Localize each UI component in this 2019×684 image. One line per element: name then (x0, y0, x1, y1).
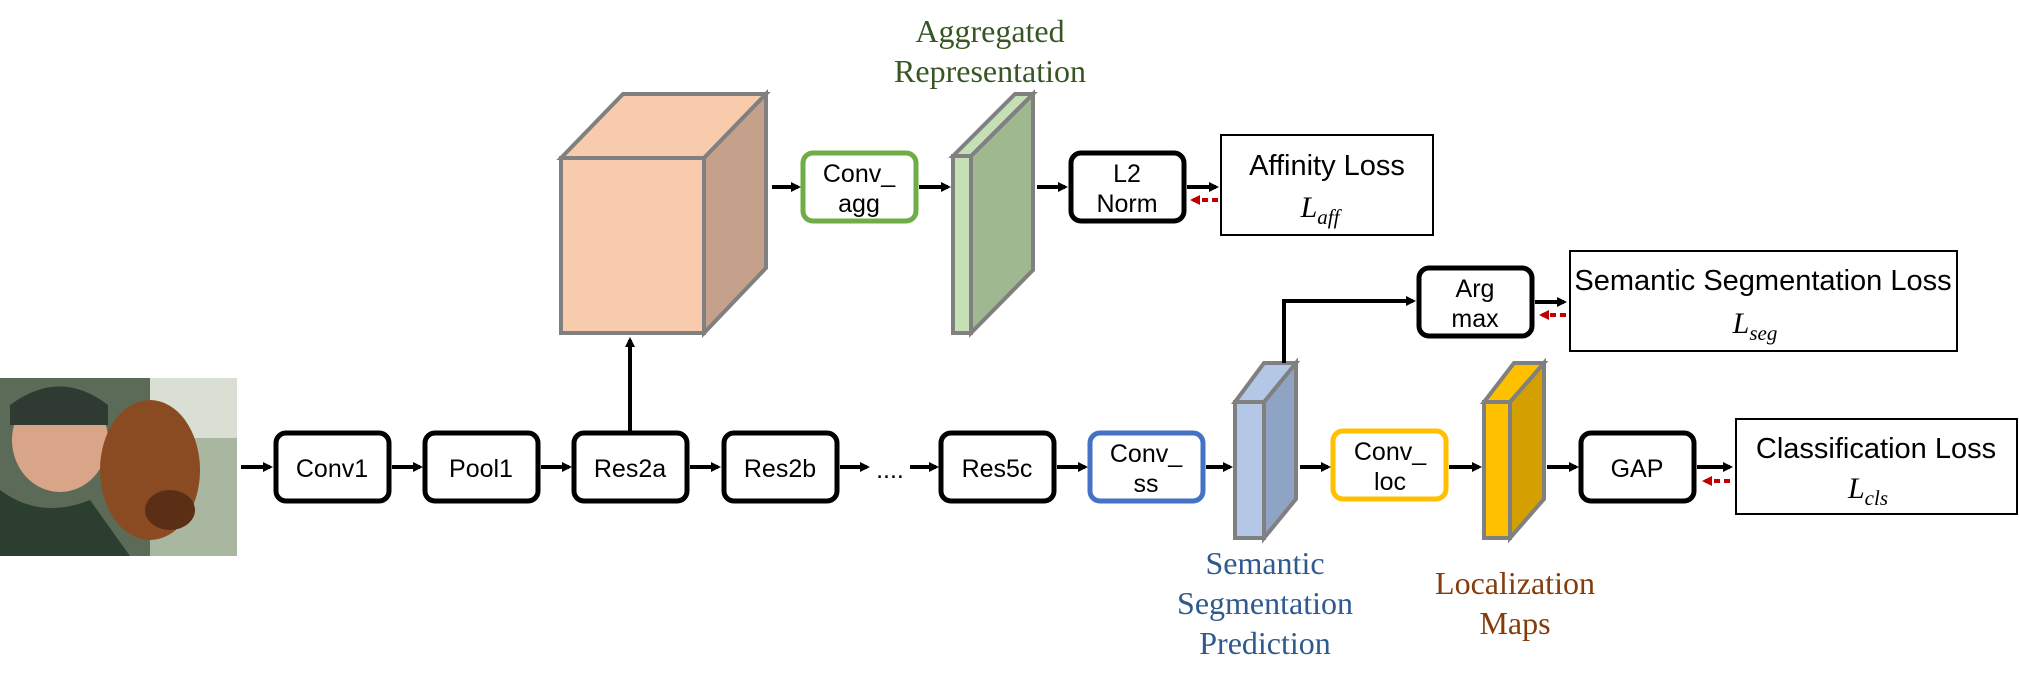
aggregated-representation-slab (948, 89, 1038, 338)
conv-loc-label-2: loc (1374, 468, 1406, 496)
feature-cube (556, 89, 771, 338)
gap-block: GAP (1578, 430, 1697, 504)
conv-ss-block: Conv_ ss (1087, 430, 1206, 504)
input-photo (0, 378, 237, 556)
l2norm-label-2: Norm (1096, 190, 1157, 218)
semantic-caption-1: Semantic (1205, 545, 1324, 581)
conv-agg-label-1: Conv_ (823, 160, 896, 188)
classification-loss-box: Classification Loss Lcls (1735, 418, 2018, 515)
conv-agg-label-2: agg (838, 190, 880, 218)
argmax-label-2: max (1451, 305, 1499, 333)
ellipsis-label: .... (876, 456, 904, 484)
affinity-branch: Conv_ agg L2 Norm Affinity Loss Laff (772, 89, 1434, 338)
argmax-block: Arg max (1416, 265, 1535, 339)
semantic-seg-prediction-slab (1231, 357, 1301, 544)
res2a-block: Res2a (571, 430, 690, 504)
l2norm-label-1: L2 (1113, 160, 1141, 188)
classification-loss-title: Classification Loss (1756, 433, 1996, 465)
conv-loc-label-1: Conv_ (1354, 438, 1427, 466)
localization-caption-2: Maps (1479, 605, 1550, 641)
segmentation-loss-title: Semantic Segmentation Loss (1574, 265, 1951, 297)
conv-loc-block: Conv_ loc (1330, 428, 1449, 502)
res5c-label: Res5c (962, 455, 1033, 483)
semantic-caption-3: Prediction (1199, 625, 1331, 661)
conv-agg-block: Conv_ agg (800, 150, 919, 224)
res2a-label: Res2a (594, 455, 666, 483)
res2b-block: Res2b (721, 430, 840, 504)
affinity-loss-symbol: Laff (1300, 191, 1343, 229)
semantic-caption-2: Segmentation (1177, 585, 1353, 621)
res5c-block: Res5c (938, 430, 1057, 504)
affinity-loss-box: Affinity Loss Laff (1220, 134, 1434, 236)
conv1-label: Conv1 (296, 455, 368, 483)
localization-caption-1: Localization (1435, 565, 1595, 601)
res2b-label: Res2b (744, 455, 816, 483)
pipeline-arrows (241, 337, 1733, 486)
pool1-label: Pool1 (449, 455, 513, 483)
gap-label: GAP (1611, 455, 1664, 483)
argmax-label-1: Arg (1456, 275, 1495, 303)
l2norm-block: L2 Norm (1068, 150, 1187, 224)
pool1-block: Pool1 (422, 430, 541, 504)
segmentation-loss-symbol: Lseg (1732, 307, 1778, 345)
segmentation-loss-box: Semantic Segmentation Loss Lseg (1569, 250, 1958, 352)
affinity-loss-title: Affinity Loss (1249, 150, 1405, 182)
segmentation-branch: Arg max Semantic Segmentation Loss Lseg (1282, 250, 1958, 363)
aggregated-caption-2: Representation (894, 53, 1086, 89)
classification-loss-symbol: Lcls (1847, 472, 1888, 510)
conv1-block: Conv1 (273, 430, 392, 504)
localization-maps-slab (1479, 357, 1549, 544)
aggregated-caption-1: Aggregated (915, 13, 1064, 49)
conv-ss-label-2: ss (1134, 470, 1159, 498)
conv-ss-label-1: Conv_ (1110, 440, 1183, 468)
